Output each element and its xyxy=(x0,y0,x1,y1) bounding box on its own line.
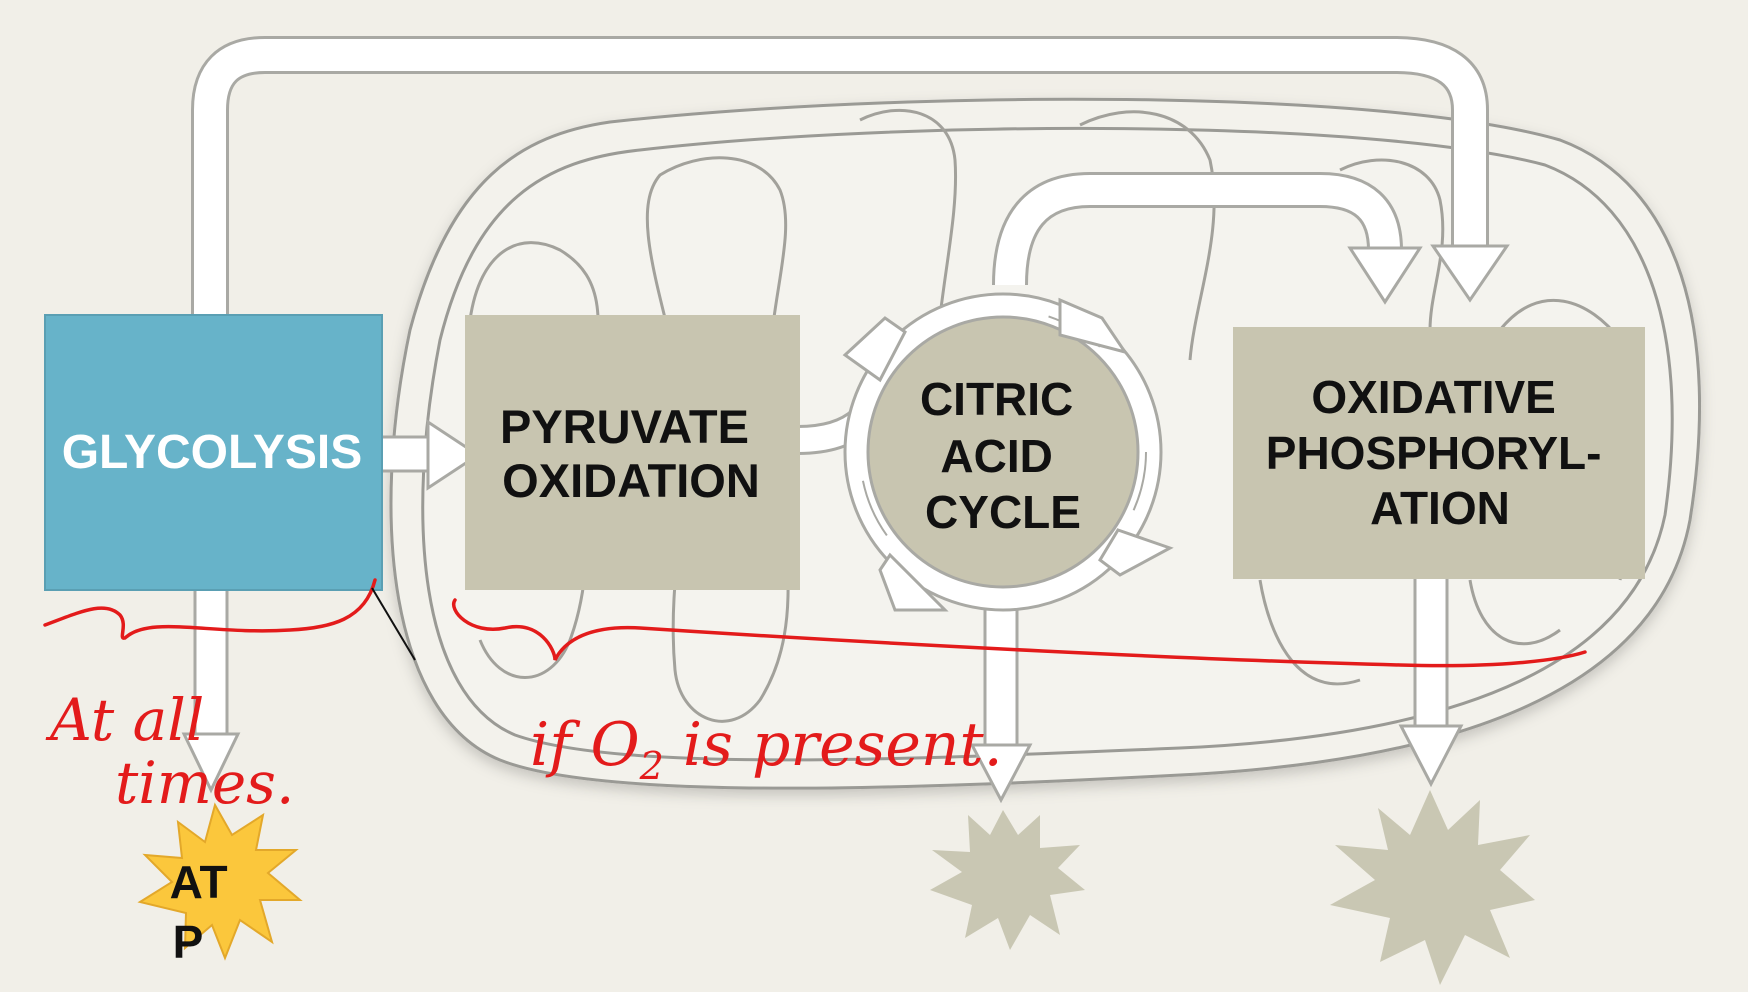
oxidative-phosphorylation-box: OXIDATIVE PHOSPHORYL- ATION xyxy=(1233,327,1645,579)
atp-label-line-2: P xyxy=(173,916,204,968)
if-o2-present-note: if O2 is present. xyxy=(530,710,1003,788)
citric-acid-cycle-line-2: ACID xyxy=(940,430,1052,482)
citric-acid-cycle-label: CITRIC ACID CYCLE xyxy=(920,373,1086,538)
pyruvate-oxidation-line-1: PYRUVATE xyxy=(500,400,749,453)
oxphos-line-3: ATION xyxy=(1370,482,1510,534)
if-o2-text: if O xyxy=(530,710,640,780)
citric-acid-cycle-line-3: CYCLE xyxy=(925,486,1081,538)
citric-acid-cycle-line-1: CITRIC xyxy=(920,373,1073,425)
oxphos-line-1: OXIDATIVE xyxy=(1311,371,1556,423)
pyruvate-oxidation-box: PYRUVATE OXIDATION xyxy=(465,315,800,590)
pyruvate-oxidation-line-2: OXIDATION xyxy=(502,454,760,507)
pyruvate-oxidation-label: PYRUVATE OXIDATION xyxy=(500,400,762,507)
oxphos-line-2: PHOSPHORYL- xyxy=(1266,427,1602,479)
at-all-times-line-1: At all xyxy=(45,686,204,754)
atp-label-line-1: AT xyxy=(170,856,228,908)
glycolysis-box: GLYCOLYSIS xyxy=(45,315,382,590)
is-present-text: is present. xyxy=(664,710,1003,780)
glycolysis-label: GLYCOLYSIS xyxy=(62,426,363,479)
o2-subscript: 2 xyxy=(639,744,664,788)
at-all-times-line-2: times. xyxy=(115,749,294,817)
